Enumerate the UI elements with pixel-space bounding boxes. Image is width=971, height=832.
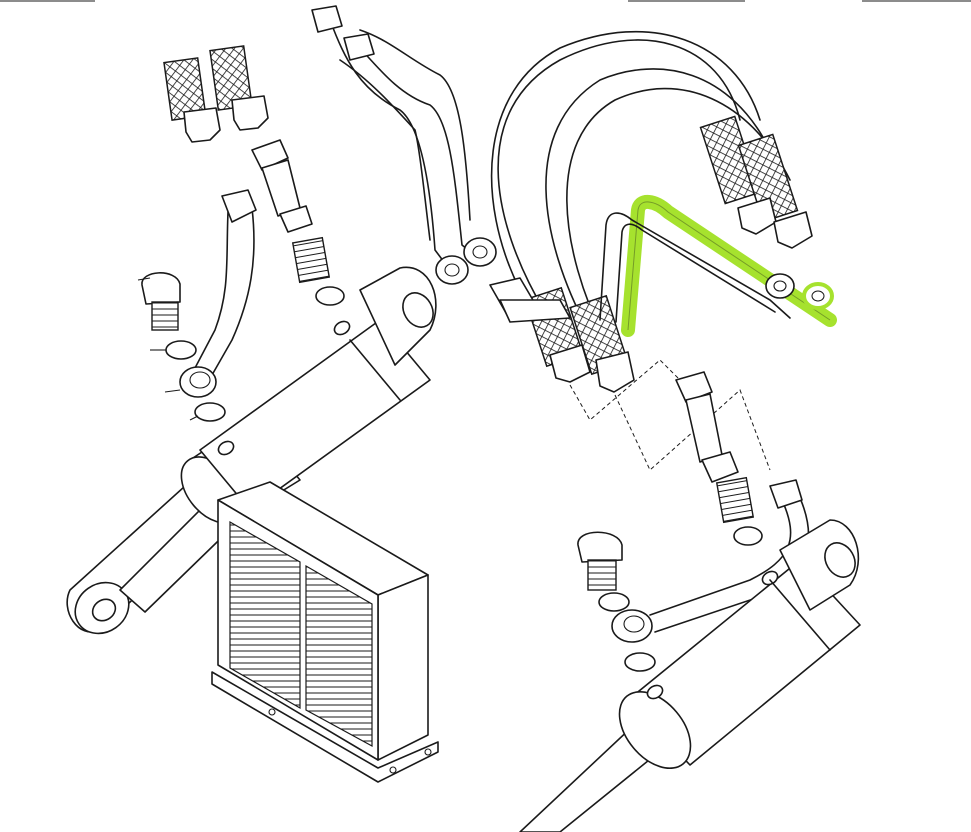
left-adapter-fittings — [251, 139, 345, 306]
banjo-bolt-left — [137, 272, 226, 422]
right-u-hoses — [489, 30, 813, 393]
right-hydraulic-cylinder — [519, 519, 861, 832]
center-steel-pipes — [311, 5, 497, 285]
banjo-bolt-right — [577, 531, 656, 672]
oil-cooler — [211, 481, 439, 783]
right-adapter-fittings — [675, 371, 763, 546]
highlighted-steel-pipe — [621, 195, 837, 337]
left-braided-hoses — [163, 45, 269, 143]
steel-pipe-companion — [599, 212, 795, 323]
left-bent-pipe — [179, 189, 257, 398]
